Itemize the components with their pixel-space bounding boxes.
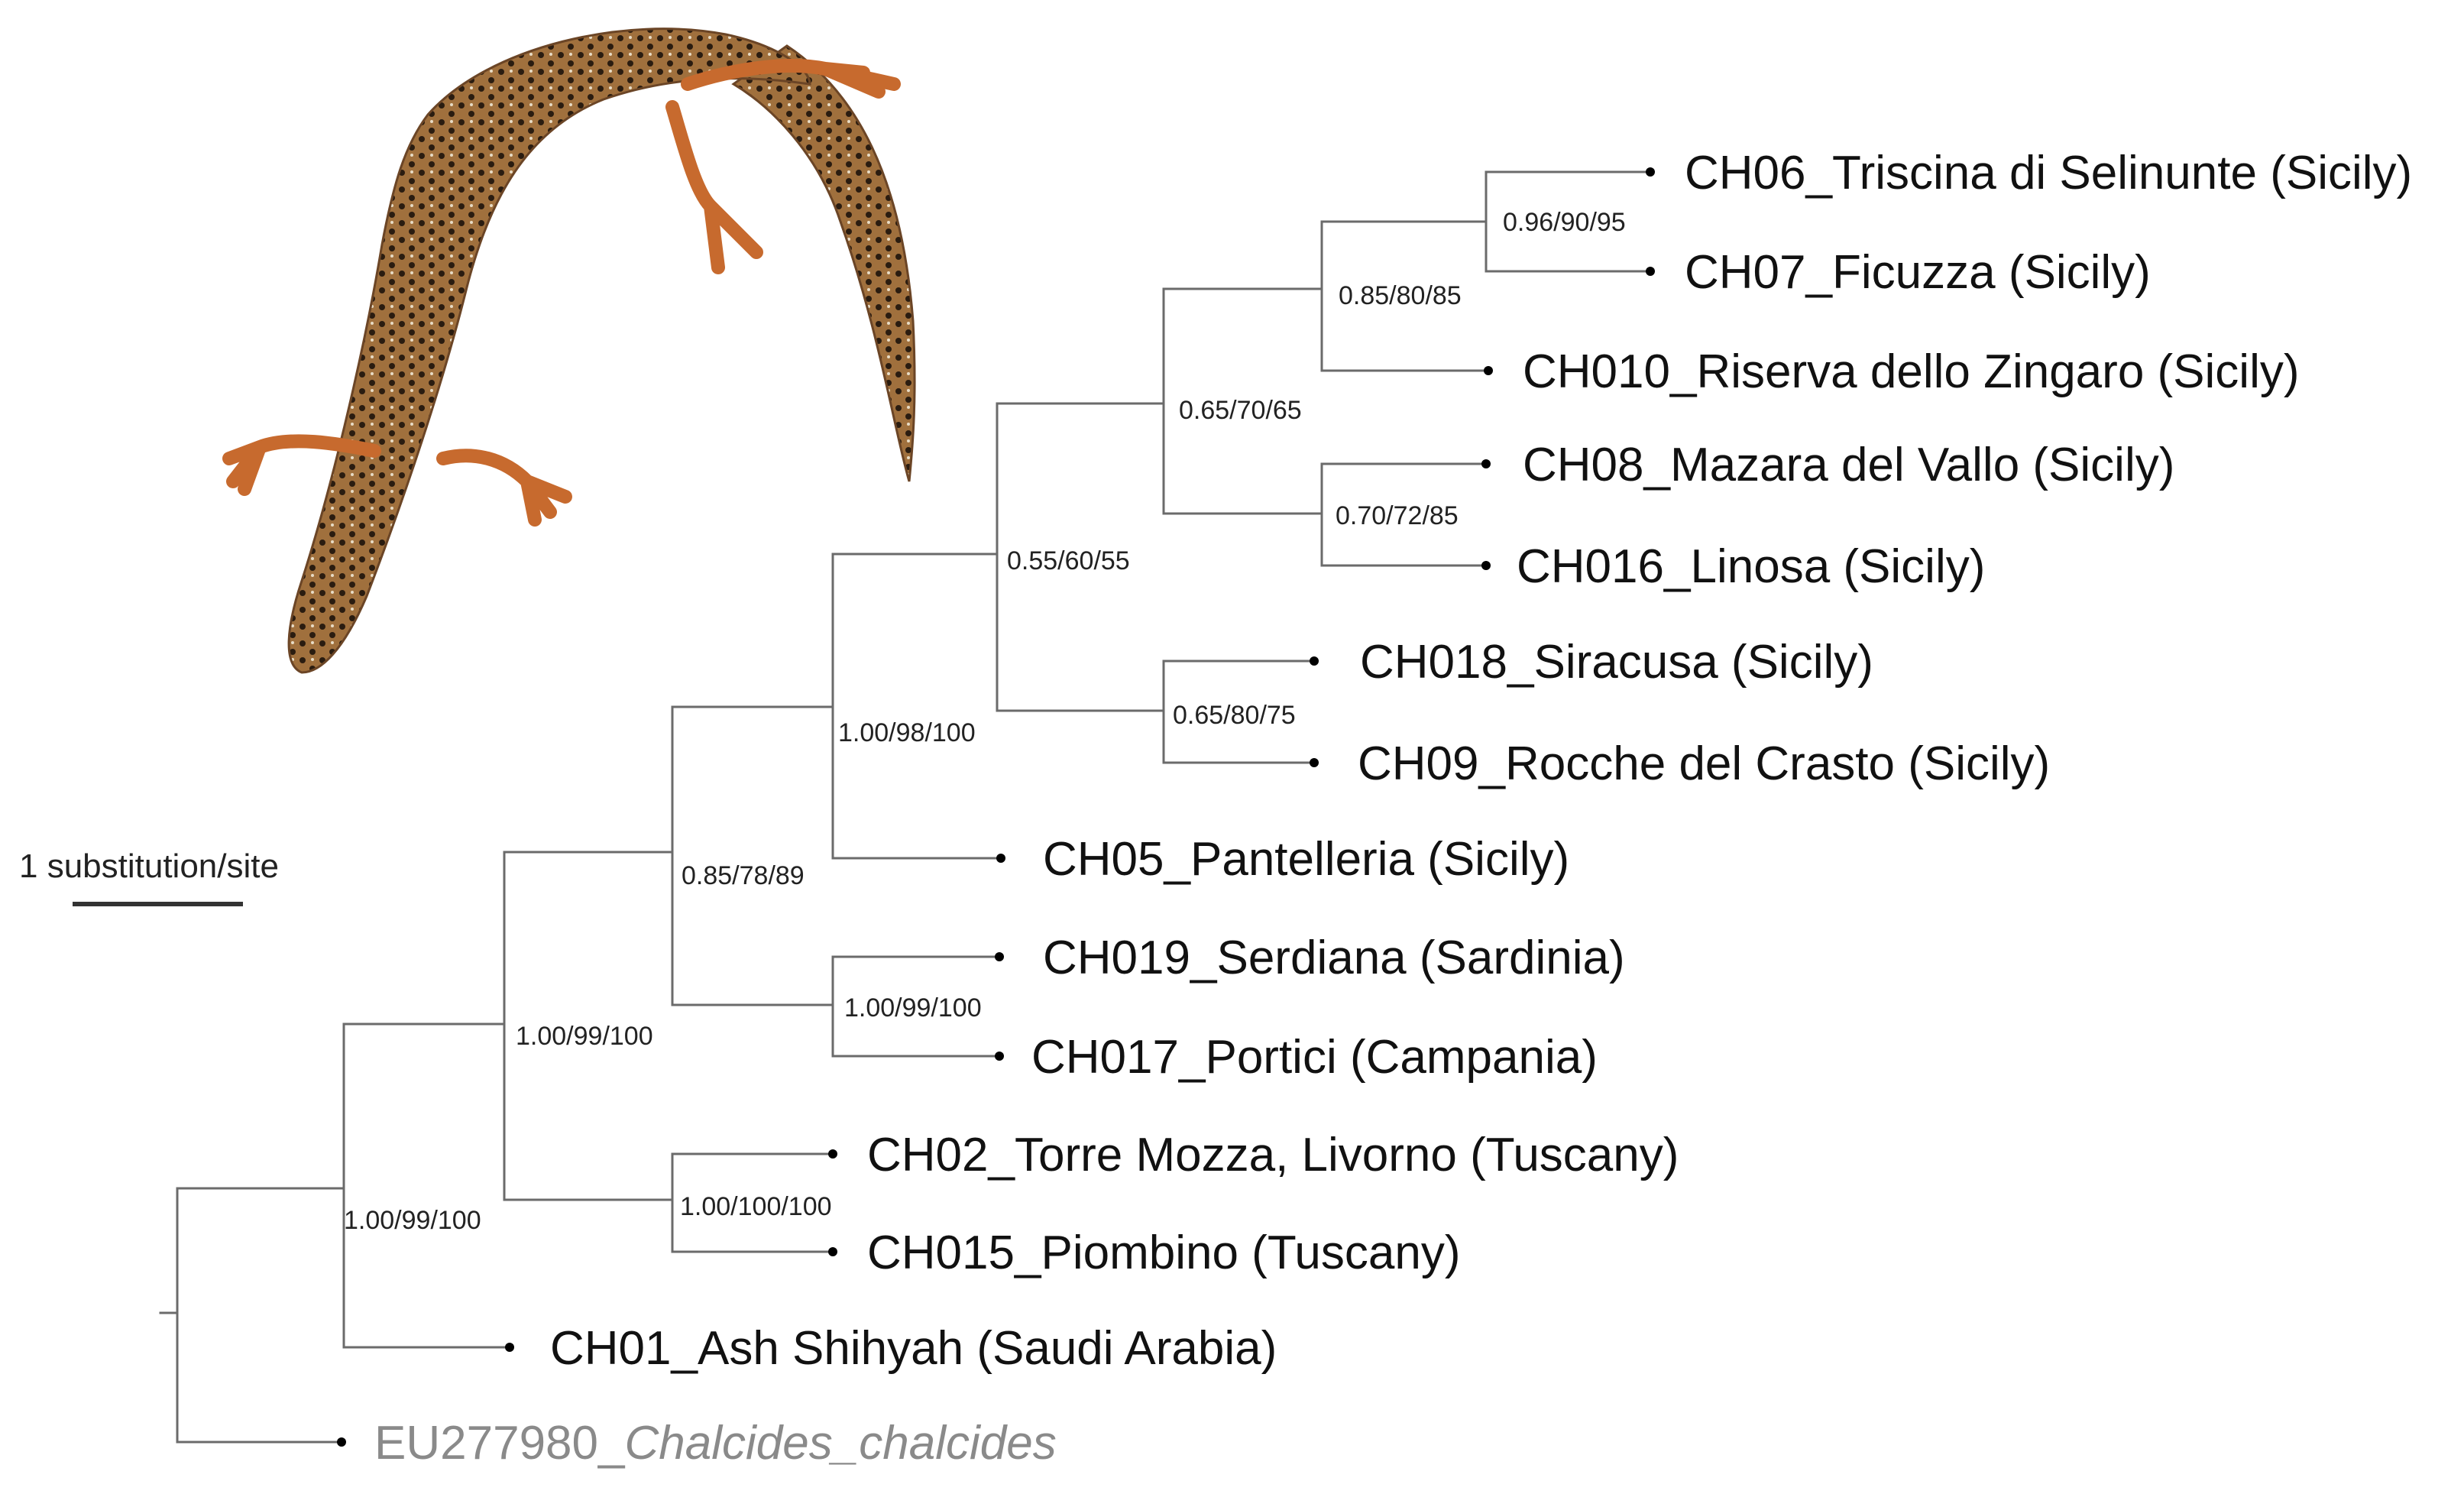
tip-label-ch01: CH01_Ash Shihyah (Saudi Arabia)	[550, 1322, 1277, 1375]
support-italy: 0.85/78/89	[682, 861, 805, 890]
support-ch06-ch07: 0.96/90/95	[1503, 208, 1626, 237]
tip-label-ch07: CH07_Ficuzza (Sicily)	[1685, 246, 2151, 299]
tip-dot-ch09	[1310, 758, 1319, 767]
tip-dot-ch010	[1484, 366, 1493, 375]
tip-dot-ch01	[505, 1343, 514, 1352]
tip-dot-ch08	[1481, 459, 1491, 468]
support-sicily-all: 1.00/98/100	[838, 718, 976, 747]
tip-label-ch08: CH08_Mazara del Vallo (Sicily)	[1523, 439, 2174, 491]
support-ch06-ch016: 0.65/70/65	[1179, 396, 1302, 425]
support-ch02-ch015: 1.00/100/100	[680, 1192, 832, 1221]
tip-dot-ch019	[995, 952, 1004, 961]
tip-label-eu277980-species: Chalcides_chalcides	[625, 1417, 1057, 1470]
scale-bar: 1 substitution/site	[19, 847, 279, 906]
support-ch08-ch016: 0.70/72/85	[1336, 501, 1459, 530]
tip-label-ch06: CH06_Triscina di Selinunte (Sicily)	[1685, 147, 2412, 199]
tip-label-ch05: CH05_Pantelleria (Sicily)	[1043, 833, 1569, 886]
tip-dot-ch017	[995, 1052, 1004, 1061]
tip-markers	[337, 167, 1655, 1447]
tip-label-ch09: CH09_Rocche del Crasto (Sicily)	[1358, 737, 2050, 790]
tip-label-ch017: CH017_Portici (Campania)	[1031, 1031, 1598, 1084]
tip-label-ch016: CH016_Linosa (Sicily)	[1517, 540, 1985, 593]
tip-dot-ch05	[996, 854, 1005, 863]
tip-labels: CH06_Triscina di Selinunte (Sicily) CH07…	[374, 147, 2412, 1470]
tip-label-ch02: CH02_Torre Mozza, Livorno (Tuscany)	[867, 1129, 1679, 1181]
tip-dot-ch07	[1646, 267, 1655, 276]
lizard-illustration	[222, 28, 916, 674]
tree-branches	[159, 170, 1652, 1444]
support-ch06-ch010: 0.85/80/85	[1339, 281, 1462, 310]
support-ingroup-eu: 1.00/99/100	[516, 1022, 653, 1051]
tip-label-ch015: CH015_Piombino (Tuscany)	[867, 1227, 1460, 1279]
tip-label-ch010: CH010_Riserva dello Zingaro (Sicily)	[1523, 345, 2300, 398]
tip-dot-eu277980	[337, 1437, 346, 1447]
tip-dot-ch02	[828, 1149, 837, 1159]
scale-bar-label: 1 substitution/site	[19, 847, 279, 885]
tip-label-eu277980: EU277980_Chalcides_chalcides	[374, 1417, 1057, 1470]
tip-label-ch018: CH018_Siracusa (Sicily)	[1360, 636, 1873, 689]
support-ch018-ch09: 0.65/80/75	[1173, 701, 1296, 730]
tip-dot-ch016	[1481, 561, 1491, 570]
tip-label-ch019: CH019_Serdiana (Sardinia)	[1043, 932, 1625, 984]
tip-label-eu277980-accession: EU277980_	[374, 1417, 626, 1470]
support-ch019-ch017: 1.00/99/100	[844, 993, 982, 1022]
node-support-values: 0.96/90/95 0.85/80/85 0.65/70/65 0.70/72…	[344, 208, 1626, 1235]
tip-dot-ch06	[1646, 167, 1655, 177]
tip-dot-ch018	[1310, 656, 1319, 666]
support-sicily-main: 0.55/60/55	[1007, 546, 1130, 575]
support-ingroup: 1.00/99/100	[344, 1206, 481, 1235]
tip-dot-ch015	[828, 1247, 837, 1256]
